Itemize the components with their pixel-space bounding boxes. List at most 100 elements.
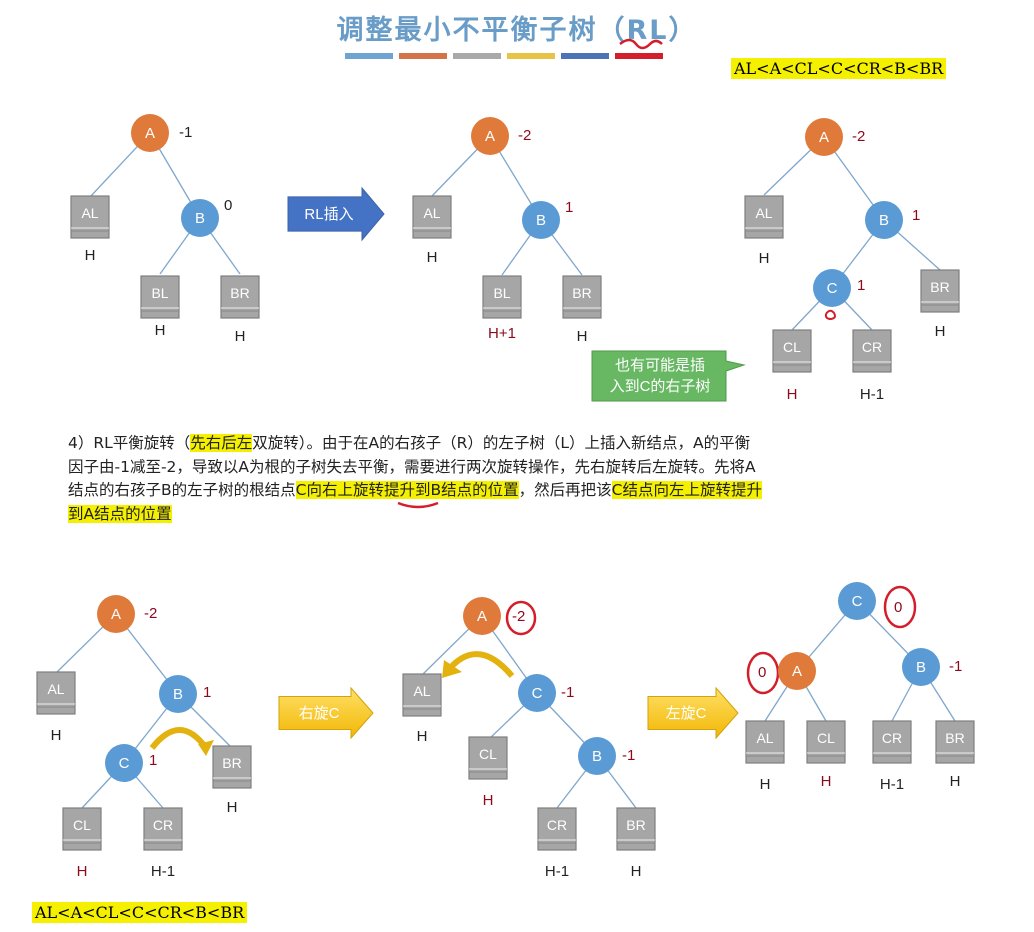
d3-h-al: H <box>759 250 770 267</box>
d6-box-cl-label: CL <box>817 730 835 746</box>
d2-node-b-label: B <box>536 212 546 229</box>
d3-node-b-label: B <box>879 212 889 229</box>
d6-bf-a: 0 <box>758 664 766 681</box>
d5-box-br-label: BR <box>626 817 645 833</box>
d2-node-a-label: A <box>485 128 495 145</box>
d6-red-circle-a <box>746 651 780 695</box>
d3-node-a <box>805 118 843 156</box>
d1-box-bl-label: BL <box>151 285 168 301</box>
arrow-rl-insert <box>287 186 385 242</box>
d4-rotate-arrowhead <box>198 740 214 756</box>
d3-box-al-label: AL <box>755 205 772 221</box>
d1-box-al-label: AL <box>81 205 98 221</box>
title-red-scribble <box>619 38 663 50</box>
d5-box-cr-label: CR <box>547 817 567 833</box>
d5-bf-b: -1 <box>622 747 635 764</box>
d2-box-al-label: AL <box>423 205 440 221</box>
d5-rotate-arrow <box>449 651 515 678</box>
arrow-rotate-left <box>647 686 739 740</box>
d6-h-al: H <box>760 776 771 793</box>
explanation-paragraph: 4）RL平衡旋转（先右后左双旋转）。由于在A的右孩子（R）的左子树（L）上插入新… <box>68 432 968 526</box>
d2-h-bl: H+1 <box>488 325 516 342</box>
d5-h-br: H <box>631 863 642 880</box>
para-line-4: 到A结点的位置 <box>68 503 968 527</box>
d4-node-b-label: B <box>173 686 183 703</box>
d3-box-cr-label: CR <box>862 339 882 355</box>
order-bottom: AL<A<CL<C<CR<B<BR <box>32 902 248 923</box>
d5-box-cl-label: CL <box>479 746 497 762</box>
d4-h-al: H <box>51 727 62 744</box>
d5-node-b <box>578 737 616 775</box>
highlight-rotate-right: C向右上旋转提升到B结点的位置 <box>295 481 519 499</box>
d3-red-scribble <box>824 309 836 321</box>
d3-box-br-label: BR <box>930 279 949 295</box>
d6-h-cr: H-1 <box>880 776 904 793</box>
color-bar-3 <box>453 53 501 59</box>
d4-node-c <box>105 744 143 782</box>
d1-h-bl: H <box>155 322 166 339</box>
d3-bf-a: -2 <box>852 128 865 145</box>
d5-node-c-label: C <box>532 685 543 702</box>
highlight-right-then-left: 先右后左 <box>190 434 253 452</box>
d3-h-cl: H <box>787 386 798 403</box>
d4-h-cr: H-1 <box>151 863 175 880</box>
d5-red-circle <box>505 600 537 636</box>
d4-box-cr-label: CR <box>153 817 173 833</box>
callout-line-1: 也有可能是插 <box>615 357 705 374</box>
d2-bf-b: 1 <box>565 199 573 216</box>
d5-node-c <box>518 674 556 712</box>
callout-bubble <box>591 350 746 402</box>
callout-line-2: 入到C的右子树 <box>610 378 711 395</box>
d4-box-al-label: AL <box>47 681 64 697</box>
d3-node-c <box>813 269 851 307</box>
d5-box-al-label: AL <box>413 683 430 699</box>
para-red-scribble <box>397 501 439 509</box>
d5-h-cr: H-1 <box>545 863 569 880</box>
d4-h-cl: H <box>77 863 88 880</box>
color-bar-6 <box>615 53 663 59</box>
d6-box-br-label: BR <box>945 730 964 746</box>
para-line-2: 因子由-1减至-2，导致以A为根的子树失去平衡，需要进行两次旋转操作，先右旋转后… <box>68 457 756 476</box>
d5-node-a <box>463 597 501 635</box>
d6-box-al-label: AL <box>756 730 773 746</box>
d3-box-cl-label: CL <box>783 339 801 355</box>
d5-rotate-arrowhead <box>442 660 462 678</box>
d2-node-a <box>471 117 509 155</box>
highlight-rotate-left: C结点向左上旋转提升 <box>611 481 762 499</box>
d4-node-a-label: A <box>111 606 121 623</box>
d6-node-c <box>838 582 876 620</box>
d1-node-b <box>181 199 219 237</box>
d3-node-c-label: C <box>827 280 838 297</box>
d5-node-a-label: A <box>477 608 487 625</box>
d1-h-al: H <box>85 247 96 264</box>
d3-h-br: H <box>935 323 946 340</box>
d3-node-a-label: A <box>819 129 829 146</box>
d2-box-bl-label: BL <box>493 285 510 301</box>
color-bar-4 <box>507 53 555 59</box>
d6-node-c-label: C <box>852 593 863 610</box>
arrow-rotate-right <box>278 686 374 740</box>
d6-box-cr-label: CR <box>882 730 902 746</box>
d4-h-br: H <box>227 799 238 816</box>
d6-node-a-label: A <box>792 663 802 680</box>
d6-node-b <box>902 648 940 686</box>
d6-h-cl: H <box>821 773 832 790</box>
d6-bf-c: 0 <box>894 599 902 616</box>
highlight-to-a-position: 到A结点的位置 <box>68 504 172 523</box>
d6-h-br: H <box>950 773 961 790</box>
d3-bf-b: 1 <box>912 207 920 224</box>
d5-bf-a: -2 <box>512 608 525 625</box>
order-top: AL<A<CL<C<CR<B<BR <box>731 58 947 79</box>
d6-red-circle-c <box>883 585 917 629</box>
d3-h-cr: H-1 <box>860 386 884 403</box>
d5-h-al: H <box>417 728 428 745</box>
d6-bf-b: -1 <box>949 658 962 675</box>
d1-node-a-label: A <box>145 125 155 142</box>
d3-node-b <box>865 201 903 239</box>
d6-node-a <box>778 652 816 690</box>
d2-box-br-label: BR <box>572 285 591 301</box>
d6-node-b-label: B <box>916 659 926 676</box>
d5-node-b-label: B <box>592 748 602 765</box>
arrow-rl-insert-label: RL插入 <box>304 206 353 223</box>
d2-node-b <box>522 201 560 239</box>
